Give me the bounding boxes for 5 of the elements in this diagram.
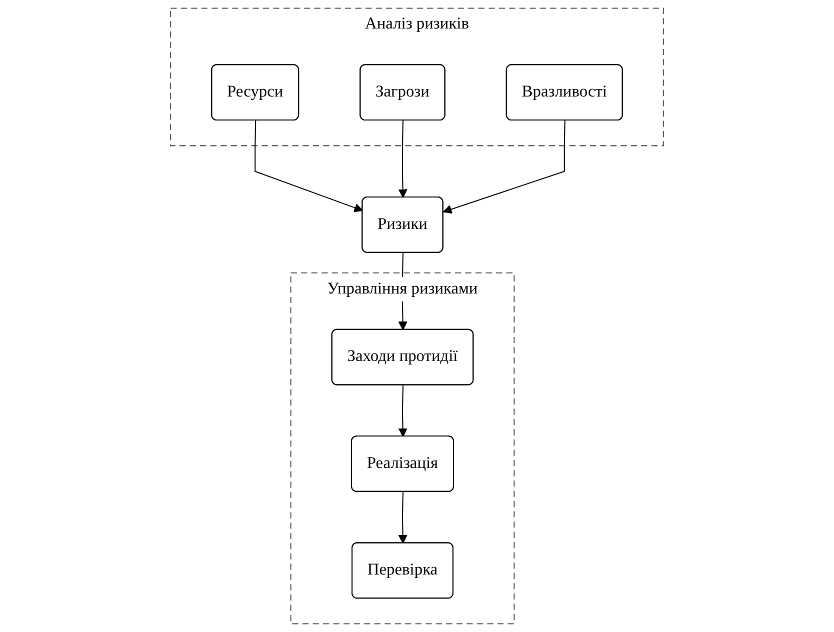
arrow xyxy=(254,120,364,212)
arrow xyxy=(442,120,566,214)
arrow xyxy=(398,385,408,437)
arrow xyxy=(398,120,408,198)
arrow xyxy=(398,492,408,544)
